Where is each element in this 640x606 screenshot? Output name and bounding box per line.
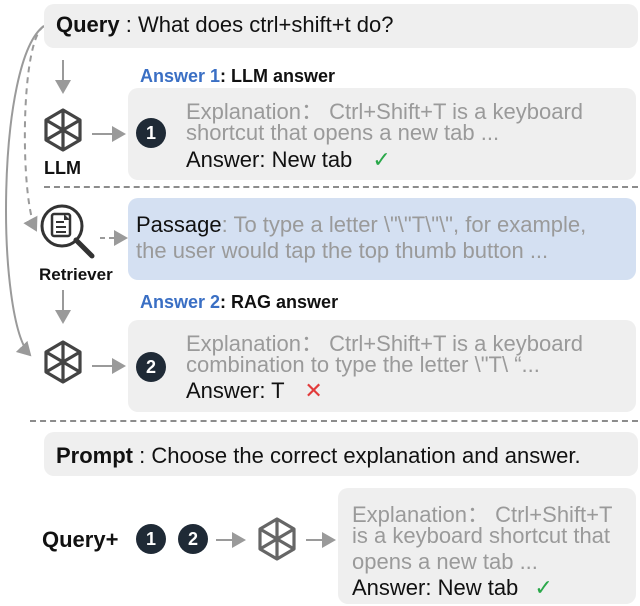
final-badge-1: 1 [136,524,166,554]
cross-icon: ✕ [304,378,323,403]
query-line: Query : What does ctrl+shift+t do? [56,12,394,38]
answer1-explanation-line2: shortcut that opens a new tab ... [186,120,500,145]
answer2-answer: Answer: T ✕ [186,378,323,404]
passage-box [128,198,636,280]
passage-line2: the user would tap the top thumb button … [136,238,549,263]
final-answer-box [338,488,636,604]
answer1-answer: Answer: New tab ✓ [186,147,391,173]
final-explanation-line1: Explanation： Ctrl+Shift+T [352,502,613,527]
answer2-rest: : RAG answer [220,292,339,312]
answer1-title: Answer 1: LLM answer [140,66,335,87]
openai-logo-icon-rag [44,340,82,384]
retriever-icon [40,204,95,259]
answer1-explanation-line1: Explanation： Ctrl+Shift+T is a keyboard [186,99,584,124]
final-explanation-line3: opens a new tab ... [352,549,538,574]
answer1-answer-text: Answer: New tab [186,147,353,172]
final-answer: Answer: New tab ✓ [352,575,553,601]
check-icon: ✓ [372,147,391,172]
answer1-box [128,88,636,180]
answer1-badge: 1 [136,118,166,148]
divider-1 [44,186,638,188]
final-explanation-line2: is a keyboard shortcut that [352,523,611,548]
prompt-text: : Choose the correct explanation and ans… [133,443,581,468]
openai-logo-icon-final [258,517,296,561]
final-check-icon: ✓ [534,575,553,600]
llm-icon-label: LLM [44,158,81,178]
openai-logo-icon [44,108,82,152]
answer2-answer-text: Answer: T [186,378,285,403]
query-box [44,4,638,48]
answer2-box [128,320,636,412]
answer2-badge: 2 [136,352,166,382]
answer2-title: Answer 2: RAG answer [140,292,338,313]
query-label: Query [56,12,120,37]
prompt-line: Prompt : Choose the correct explanation … [56,443,581,469]
answer2-explanation-line1: Explanation： Ctrl+Shift+T is a keyboard [186,331,584,356]
answer1-prefix: Answer 1 [140,66,221,86]
query-separator: : [119,12,138,37]
query-text: What does ctrl+shift+t do? [137,12,394,37]
final-badge-2: 2 [178,524,208,554]
arrow-query-to-rag-llm [5,25,45,357]
answer2-prefix: Answer 2 [140,292,221,312]
prompt-box [44,432,638,476]
answer1-rest: : LLM answer [220,66,336,86]
passage-label: Passage [136,212,222,237]
final-query-plus: Query+ [42,527,119,552]
final-answer-text: Answer: New tab [352,575,519,600]
passage-line1: Passage: To type a letter \"\"T\"\", for… [136,212,586,238]
arrow-query-to-retriever [23,25,45,232]
answer2-explanation-line2: combination to type the letter \"T\ “... [186,352,540,377]
divider-2 [30,420,638,422]
passage-text-1: : To type a letter \"\"T\"\", for exampl… [221,212,587,237]
retriever-icon-label: Retriever [39,265,113,284]
prompt-label: Prompt [56,443,133,468]
